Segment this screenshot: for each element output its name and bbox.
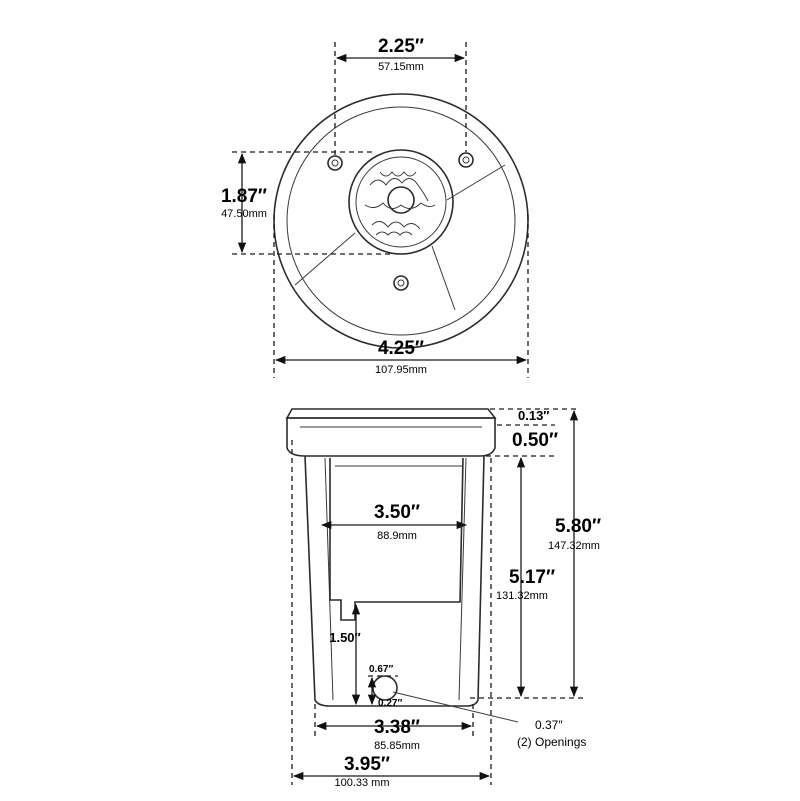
- lens-ring: [355, 156, 447, 248]
- baffle-line-2: [431, 245, 456, 311]
- screw-bottom-inner: [397, 279, 405, 287]
- body-outline: [304, 455, 485, 707]
- offset-inches: 1.87″: [221, 186, 267, 207]
- inner-rim: [286, 106, 516, 336]
- screw-left-inner: [331, 159, 339, 167]
- opening-hole: [372, 675, 398, 701]
- body-height-inches: 5.17″: [509, 567, 555, 588]
- offset-mm: 47.50mm: [221, 208, 267, 220]
- overall-height-mm: 147.32mm: [548, 540, 600, 552]
- lens-texture: [364, 171, 436, 236]
- screw-left: [327, 155, 343, 171]
- base-width-inches: 3.38″: [374, 717, 420, 738]
- lens-core: [387, 186, 415, 214]
- rim-band: [286, 417, 496, 457]
- notch-height-inches: 1.50″: [329, 630, 361, 645]
- flange-top: [285, 408, 497, 419]
- flange-inches: 0.13″: [518, 408, 550, 423]
- inner-sleeve: [329, 457, 464, 621]
- screw-bottom: [393, 275, 409, 291]
- openings-note: (2) Openings: [517, 735, 586, 749]
- body-inner-right: [458, 457, 467, 701]
- hole-height-inches: 0.67″: [369, 664, 393, 675]
- openings-inches: 0.37″: [535, 718, 563, 732]
- side-view: 0.13″ 0.50″ 3.50″ 88.9mm 5.80″ 147.32mm …: [285, 408, 601, 789]
- lens-spacing-mm: 57.15mm: [378, 61, 424, 73]
- body-height-mm: 131.32mm: [496, 590, 548, 602]
- top-view: 2.25″ 57.15mm 1.87″ 47.50mm 4.25″ 107.95…: [221, 36, 529, 378]
- rim-inches: 0.50″: [512, 430, 558, 451]
- base-width-mm: 85.85mm: [374, 740, 420, 752]
- screw-right: [458, 152, 474, 168]
- diameter-mm: 107.95mm: [375, 364, 427, 376]
- diameter-inches: 4.25″: [378, 338, 424, 359]
- lens-spacing-inches: 2.25″: [378, 36, 424, 57]
- baffle-line-1: [294, 232, 356, 286]
- inner-width-mm: 88.9mm: [377, 530, 417, 542]
- body-inner-left: [324, 457, 334, 701]
- lens-housing: [348, 149, 454, 255]
- overall-width-mm: 100.33 mm: [334, 777, 389, 789]
- openings-leader: [392, 691, 519, 723]
- hole-offset-inches: 0.27″: [378, 698, 402, 709]
- outer-rim: [273, 93, 529, 349]
- screw-right-inner: [462, 156, 470, 164]
- overall-width-inches: 3.95″: [344, 754, 390, 775]
- inner-width-inches: 3.50″: [374, 502, 420, 523]
- baffle-line-3: [446, 164, 506, 201]
- overall-height-inches: 5.80″: [555, 516, 601, 537]
